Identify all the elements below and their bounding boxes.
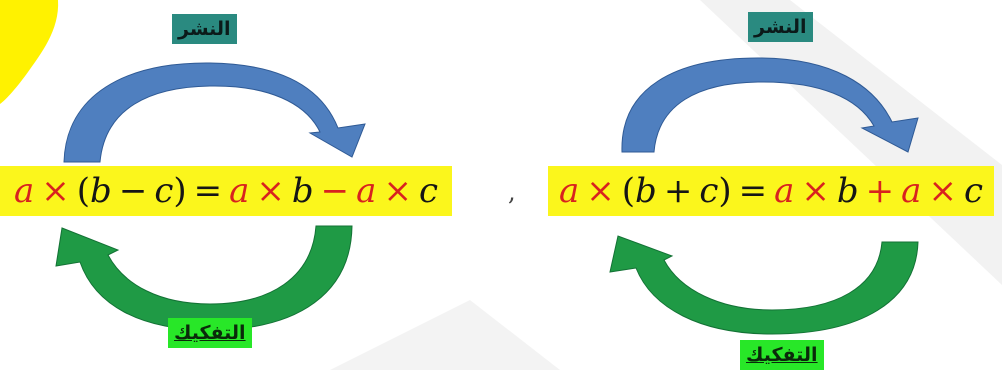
equals-sign: = [193, 171, 223, 211]
plus-sign: + [865, 171, 895, 211]
comma-separator: , [508, 178, 516, 206]
distribution-diagram-minus: النشر a × ( b − c ) = a × b − a × c التف… [0, 0, 460, 370]
var-a: a [559, 171, 580, 211]
var-c: c [699, 171, 719, 211]
var-a: a [14, 171, 35, 211]
arrows-svg [609, 57, 919, 335]
var-c: c [154, 171, 174, 211]
arrows-svg [55, 62, 366, 331]
minus-sign: − [320, 171, 350, 211]
var-b: b [836, 171, 859, 211]
var-b: b [291, 171, 314, 211]
top-curved-arrow [63, 62, 366, 163]
right-paren: ) [718, 171, 732, 211]
distribution-diagram-plus: النشر a × ( b + c ) = a × b + a × c التف… [540, 0, 1000, 370]
factoring-label: التفكيك [168, 318, 252, 348]
equation-band: a × ( b + c ) = a × b + a × c [548, 166, 994, 216]
plus-sign: + [663, 171, 693, 211]
expansion-label: النشر [748, 12, 813, 42]
var-a: a [901, 171, 922, 211]
bottom-curved-arrow [55, 225, 353, 331]
bottom-curved-arrow [609, 235, 919, 335]
var-a: a [356, 171, 377, 211]
equals-sign: = [738, 171, 768, 211]
var-b: b [90, 171, 112, 211]
expansion-label: النشر [172, 14, 237, 44]
times-sign: × [801, 171, 830, 211]
bottom-gray-shape [330, 300, 560, 370]
equation-band: a × ( b − c ) = a × b − a × c [0, 166, 452, 216]
top-curved-arrow [621, 57, 919, 153]
times-sign: × [41, 171, 70, 211]
factoring-label: التفكيك [740, 340, 824, 370]
left-paren: ( [76, 171, 91, 211]
times-sign: × [256, 171, 285, 211]
times-sign: × [928, 171, 957, 211]
minus-sign: − [118, 171, 148, 211]
var-b: b [635, 171, 657, 211]
var-c: c [418, 171, 438, 211]
left-paren: ( [621, 171, 636, 211]
var-a: a [229, 171, 250, 211]
var-a: a [774, 171, 795, 211]
var-c: c [963, 171, 983, 211]
times-sign: × [383, 171, 412, 211]
times-sign: × [586, 171, 615, 211]
right-paren: ) [173, 171, 187, 211]
